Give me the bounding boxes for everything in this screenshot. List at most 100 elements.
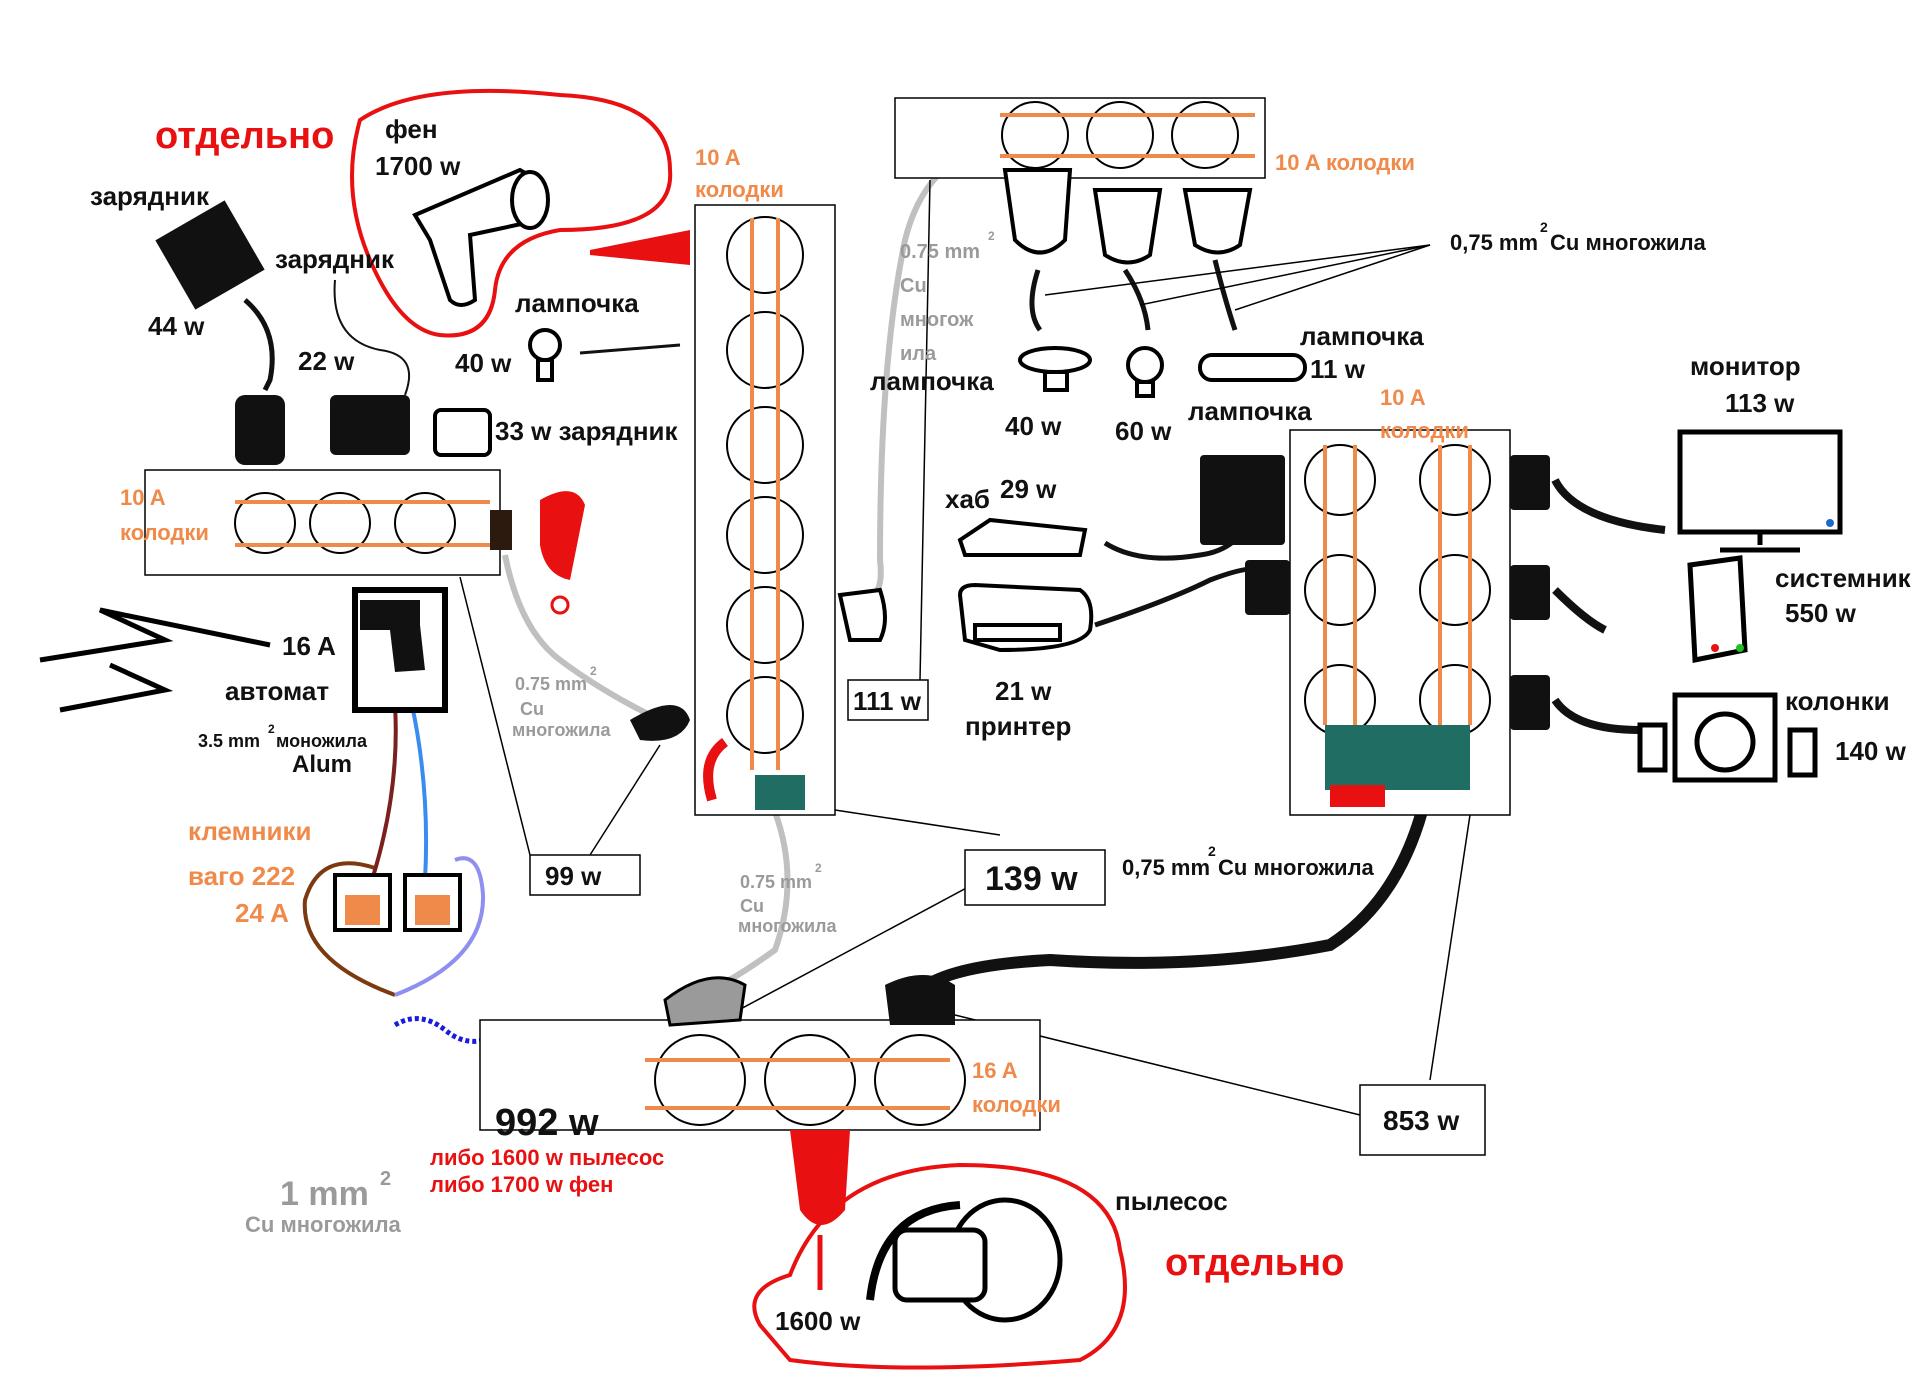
label-wire-top-sup: 2 bbox=[1540, 219, 1548, 235]
wire-breaker-brown bbox=[370, 704, 398, 881]
label-strip-left-10a: 10 A bbox=[120, 485, 166, 510]
label-wire-mid1-c: многож bbox=[900, 309, 974, 331]
wire-charger2 bbox=[333, 279, 410, 396]
vacuum-outline bbox=[752, 1162, 1127, 1370]
label-wire-breaker-c: Alum bbox=[292, 751, 352, 778]
label-pc: системник bbox=[1775, 563, 1912, 593]
label-charger1-power: 44 w bbox=[148, 311, 205, 341]
wire-printer bbox=[1094, 566, 1262, 628]
label-total-853: 853 w bbox=[1383, 1105, 1459, 1136]
outlet bbox=[394, 492, 456, 554]
outlet-column bbox=[726, 216, 804, 754]
hub-icon bbox=[957, 517, 1088, 557]
lamp1-icon bbox=[528, 328, 562, 382]
label-strip-bottom-kolodki: колодки bbox=[972, 1092, 1061, 1117]
charger2-icon bbox=[330, 395, 410, 455]
label-wire-mid1-a: 0.75 mm bbox=[900, 241, 980, 263]
label-vacuum: пылесос bbox=[1115, 1186, 1228, 1216]
label-hairdryer: фен bbox=[385, 114, 438, 144]
label-wire-top-b: Cu многожила bbox=[1550, 230, 1707, 255]
label-total-992: 992 w bbox=[495, 1102, 599, 1144]
lightning-icon bbox=[39, 607, 271, 663]
wire-left-strip bbox=[502, 554, 652, 718]
label-wire-breaker-a: 3.5 mm bbox=[198, 731, 260, 751]
label-printer-power: 21 w bbox=[995, 676, 1052, 706]
bottom-plug-red bbox=[790, 1130, 850, 1225]
label-wire-left-a: 0.75 mm bbox=[515, 674, 587, 694]
wire-blue-terminal bbox=[394, 856, 486, 997]
label-wire-main-a: 1 mm bbox=[280, 1175, 369, 1213]
vacuum-icon bbox=[866, 1197, 1063, 1323]
label-lamp2: лампочка bbox=[870, 366, 994, 396]
label-printer: принтер bbox=[965, 711, 1071, 741]
label-wire-right-a: 0,75 mm bbox=[1122, 855, 1210, 880]
total-111-box bbox=[847, 679, 929, 721]
center-plug-right bbox=[837, 587, 887, 642]
label-lamp4: лампочка bbox=[1300, 321, 1424, 351]
label-wire-top-a: 0,75 mm bbox=[1450, 230, 1538, 255]
power-strip-top bbox=[894, 97, 1266, 179]
wire-lamp1 bbox=[579, 343, 681, 355]
wire-charger1 bbox=[243, 298, 275, 392]
power-strip-left bbox=[144, 469, 512, 576]
power-strip-right bbox=[1289, 429, 1511, 816]
label-charger2: зарядник bbox=[275, 244, 395, 274]
label-charger2-power: 22 w bbox=[298, 346, 355, 376]
label-hub: хаб bbox=[945, 484, 990, 514]
label-lamp1-power: 40 w bbox=[455, 348, 512, 378]
outlet bbox=[234, 492, 296, 554]
monitor-icon bbox=[1677, 429, 1843, 553]
pc-icon bbox=[1687, 555, 1748, 664]
label-terminals-a: клемники bbox=[188, 816, 312, 846]
label-either-b: либо 1700 w фен bbox=[430, 1172, 613, 1197]
hairdryer-icon bbox=[412, 167, 550, 307]
charger3-icon bbox=[433, 408, 492, 457]
label-monitor: монитор bbox=[1690, 351, 1801, 381]
label-lamp3-power: 60 w bbox=[1115, 416, 1172, 446]
label-pc-power: 550 w bbox=[1785, 598, 1857, 628]
label-strip-right-kolodki: колодки bbox=[1380, 418, 1469, 443]
wire-pc bbox=[1552, 587, 1607, 634]
label-charger1: зарядник bbox=[90, 181, 210, 211]
wire-speakers bbox=[1551, 697, 1641, 734]
wire-right-strip bbox=[916, 798, 1431, 995]
wire-plug-b bbox=[1122, 268, 1151, 331]
label-wire-mid1-d: ила bbox=[900, 343, 937, 365]
lamp3-icon bbox=[1126, 346, 1164, 398]
label-total-99: 99 w bbox=[545, 861, 602, 891]
label-wire-mid1-b: Cu bbox=[900, 275, 927, 297]
right-strip-plugs bbox=[1200, 455, 1550, 730]
charger1-icon bbox=[155, 200, 265, 310]
lamp4-icon bbox=[1198, 353, 1307, 382]
top-plugs bbox=[1002, 168, 1253, 265]
bottom-plug-gray bbox=[663, 976, 747, 1027]
label-wire-main-b: Cu многожила bbox=[245, 1212, 402, 1237]
label-wire-right-b: Cu многожила bbox=[1218, 855, 1375, 880]
label-lamp1: лампочка bbox=[515, 288, 639, 318]
label-separately-top: отдельно bbox=[155, 115, 334, 157]
label-breaker-rating: 16 A bbox=[282, 631, 336, 661]
label-lamp4-power: 11 w bbox=[1310, 354, 1366, 384]
label-speakers-power: 140 w bbox=[1835, 736, 1907, 766]
switch-left bbox=[540, 491, 585, 580]
power-strip-bottom bbox=[479, 1019, 1041, 1131]
label-strip-left-kolodki: колодки bbox=[120, 520, 209, 545]
label-wire-breaker-sup: 2 bbox=[268, 722, 275, 736]
breaker-icon bbox=[352, 587, 448, 713]
label-strip-bottom-16a: 16 A bbox=[972, 1058, 1018, 1083]
label-hub-power: 29 w bbox=[1000, 474, 1057, 504]
label-strip-center-10a: 10 A bbox=[695, 145, 741, 170]
label-wire-right-sup: 2 bbox=[1208, 843, 1216, 859]
label-breaker: автомат bbox=[225, 676, 329, 706]
label-wire-center-c: многожила bbox=[738, 916, 837, 936]
annotation-lines bbox=[459, 179, 1471, 1116]
label-strip-top: 10 A колодки bbox=[1275, 150, 1415, 175]
label-speakers: колонки bbox=[1785, 686, 1890, 716]
label-either-a: либо 1600 w пылесос bbox=[430, 1145, 664, 1170]
switch-left-off bbox=[550, 595, 570, 615]
wire-breaker-blue bbox=[410, 704, 429, 881]
label-hairdryer-power: 1700 w bbox=[375, 151, 461, 181]
total-99-box bbox=[529, 854, 641, 896]
label-strip-center-kolodki: колодки bbox=[695, 177, 784, 202]
